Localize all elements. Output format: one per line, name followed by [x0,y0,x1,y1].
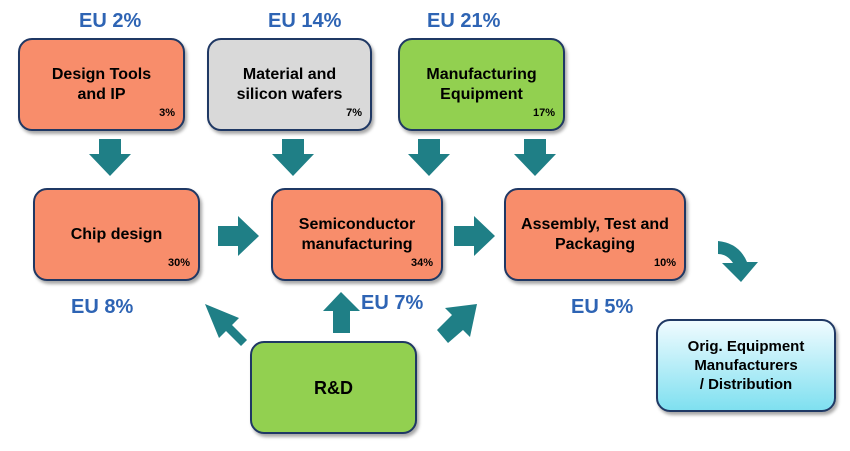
eu-label-rd: EU 7% [361,292,424,314]
curved-arrow-icon [718,241,758,282]
arrow-up-left-icon [205,304,247,346]
eu-label-materials: EU 14% [268,10,342,32]
box-assembly-label: Assembly, Test and Packaging [521,215,669,253]
arrow-down-icon [89,139,131,176]
box-semiconductor-label: Semiconductor manufacturing [298,215,416,253]
box-semiconductor-pct: 34% [410,257,433,269]
box-materials-pct: 7% [346,107,362,119]
box-design-tools: Design Tools and IP 3% [18,38,185,131]
arrow-right-icon [218,216,259,256]
arrow-down-icon [514,139,556,176]
arrow-up-right-icon [437,304,477,343]
box-design-tools-pct: 3% [159,107,175,119]
box-rd-label: R&D [314,377,353,398]
box-materials: Material and silicon wafers 7% [207,38,372,131]
box-semiconductor: Semiconductor manufacturing 34% [271,188,443,281]
box-oem: Orig. Equipment Manufacturers / Distribu… [656,319,836,412]
box-oem-label: Orig. Equipment Manufacturers / Distribu… [687,338,805,393]
eu-label-chip-design: EU 8% [71,296,134,318]
box-design-tools-label: Design Tools and IP [51,65,152,103]
eu-label-assembly: EU 5% [571,296,634,318]
box-materials-label: Material and silicon wafers [236,65,343,103]
arrow-up-icon [323,292,360,333]
arrow-down-icon [272,139,314,176]
eu-label-equipment: EU 21% [427,10,501,32]
box-chip-design: Chip design 30% [33,188,200,281]
box-equipment-label: Manufacturing Equipment [426,65,537,103]
arrow-right-icon [454,216,495,256]
eu-label-design-tools: EU 2% [79,10,142,32]
arrow-down-icon [408,139,450,176]
box-assembly: Assembly, Test and Packaging 10% [504,188,686,281]
box-assembly-pct: 10% [653,257,676,269]
box-chip-design-pct: 30% [167,257,190,269]
box-chip-design-label: Chip design [70,225,163,243]
box-equipment-pct: 17% [532,107,555,119]
box-equipment: Manufacturing Equipment 17% [398,38,565,131]
box-rd: R&D [250,341,417,434]
